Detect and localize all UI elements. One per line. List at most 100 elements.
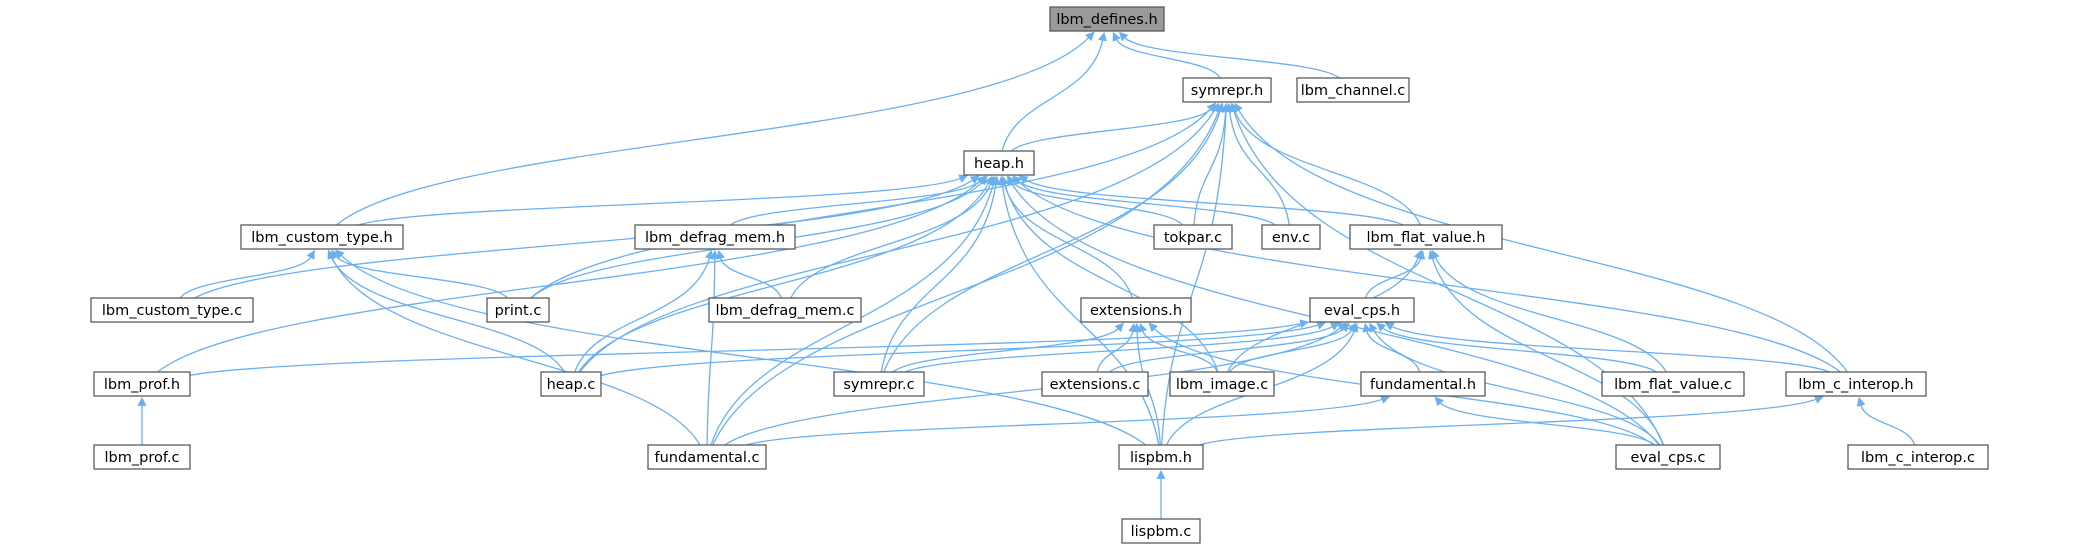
node-lbm-flat-value-c[interactable]: lbm_flat_value.c bbox=[1601, 371, 1745, 397]
node-heap-c[interactable]: heap.c bbox=[540, 371, 602, 397]
node-label: lbm_image.c bbox=[1176, 377, 1268, 393]
node-label: lbm_defines.h bbox=[1056, 12, 1157, 28]
edge-heap-h-to-lispbm-h bbox=[997, 175, 1160, 446]
node-box bbox=[1182, 77, 1272, 103]
node-box bbox=[93, 371, 191, 397]
edge-eval-cps-h-to-fundamental-c bbox=[724, 322, 1347, 446]
edge-heap-h-to-lbm-flat-value-h bbox=[1018, 175, 1404, 226]
node-eval-cps-c[interactable]: eval_cps.c bbox=[1615, 444, 1721, 470]
node-label: symrepr.h bbox=[1191, 83, 1263, 99]
edge-lbm-custom-type-h-to-lispbm-h bbox=[335, 249, 1147, 446]
edge-eval-cps-h-to-symrepr-c bbox=[904, 322, 1340, 373]
node-lbm-flat-value-h[interactable]: lbm_flat_value.h bbox=[1349, 224, 1503, 250]
node-label: lbm_c_interop.h bbox=[1798, 377, 1913, 393]
edge-lbm-defines-h-to-lbm-custom-type-h bbox=[335, 31, 1095, 226]
edge-lbm-defrag-mem-h-to-fundamental-c bbox=[706, 249, 720, 446]
edge-lbm-c-interop-h-to-lispbm-h bbox=[1198, 395, 1824, 446]
edge-heap-h-to-env-c bbox=[1012, 175, 1276, 226]
node-label: lbm_channel.c bbox=[1301, 83, 1406, 99]
node-label: lbm_custom_type.c bbox=[102, 303, 242, 319]
edge-heap-h-to-tokpar-c bbox=[1008, 175, 1183, 226]
edge-symrepr-h-to-print-c bbox=[530, 102, 1216, 299]
node-lbm-prof-c[interactable]: lbm_prof.c bbox=[93, 444, 191, 470]
node-lbm-custom-type-h[interactable]: lbm_custom_type.h bbox=[240, 224, 404, 250]
edge-eval-cps-h-to-fundamental-h bbox=[1362, 322, 1421, 373]
node-label: fundamental.c bbox=[655, 450, 760, 466]
edge-lbm-custom-type-h-to-lbm-custom-type-c bbox=[179, 249, 315, 299]
edge-lbm-flat-value-h-to-eval-cps-h bbox=[1364, 249, 1426, 299]
edge-lbm-flat-value-h-to-eval-cps-c bbox=[1428, 249, 1665, 446]
edge-heap-h-to-heap-c bbox=[578, 175, 993, 373]
edge-lbm-custom-type-h-to-heap-c bbox=[327, 249, 565, 373]
node-lispbm-c[interactable]: lispbm.c bbox=[1121, 518, 1201, 544]
node-box bbox=[1080, 297, 1192, 323]
node-lispbm-h[interactable]: lispbm.h bbox=[1118, 444, 1204, 470]
node-label: lispbm.c bbox=[1131, 524, 1192, 540]
node-lbm-prof-h[interactable]: lbm_prof.h bbox=[93, 371, 191, 397]
nodes-layer: lbm_defines.h symrepr.h lbm_channel.c heap.… bbox=[90, 6, 1989, 544]
node-label: eval_cps.c bbox=[1631, 450, 1706, 466]
edge-eval-cps-h-to-eval-cps-c bbox=[1369, 322, 1661, 446]
node-lbm-defines-h[interactable]: lbm_defines.h bbox=[1049, 6, 1165, 32]
node-lbm-image-c[interactable]: lbm_image.c bbox=[1169, 371, 1275, 397]
node-box bbox=[1049, 6, 1165, 32]
node-tokpar-c[interactable]: tokpar.c bbox=[1153, 224, 1233, 250]
node-box bbox=[1847, 444, 1989, 470]
node-eval-cps-h[interactable]: eval_cps.h bbox=[1309, 297, 1415, 323]
node-label: extensions.h bbox=[1090, 303, 1182, 319]
edge-symrepr-h-to-heap-c bbox=[579, 102, 1220, 373]
node-lbm-c-interop-c[interactable]: lbm_c_interop.c bbox=[1847, 444, 1989, 470]
node-label: lbm_flat_value.c bbox=[1614, 377, 1732, 393]
edge-heap-h-to-lbm-custom-type-h bbox=[358, 174, 969, 226]
node-box bbox=[1121, 518, 1201, 544]
node-box bbox=[90, 297, 254, 323]
edge-eval-cps-h-to-lbm-prof-h bbox=[189, 319, 1310, 376]
node-label: env.c bbox=[1272, 230, 1310, 246]
node-label: heap.c bbox=[547, 377, 596, 393]
node-fundamental-c[interactable]: fundamental.c bbox=[647, 444, 767, 470]
edge-lbm-defines-h-to-lbm-channel-c bbox=[1118, 31, 1340, 79]
node-lbm-defrag-mem-h[interactable]: lbm_defrag_mem.h bbox=[634, 224, 796, 250]
node-label: extensions.c bbox=[1050, 377, 1141, 393]
node-lbm-c-interop-h[interactable]: lbm_c_interop.h bbox=[1785, 371, 1927, 397]
edge-heap-h-to-lbm-image-c bbox=[1000, 175, 1219, 373]
edge-heap-h-to-symrepr-c bbox=[880, 175, 1001, 373]
node-box bbox=[1349, 224, 1503, 250]
node-lbm-channel-c[interactable]: lbm_channel.c bbox=[1296, 77, 1410, 103]
node-box bbox=[1601, 371, 1745, 397]
edge-heap-h-to-lbm-prof-h bbox=[157, 175, 986, 373]
node-symrepr-c[interactable]: symrepr.c bbox=[833, 371, 925, 397]
node-box bbox=[708, 297, 862, 323]
node-lbm-defrag-mem-c[interactable]: lbm_defrag_mem.c bbox=[708, 297, 862, 323]
node-box bbox=[93, 444, 191, 470]
edge-eval-cps-h-to-lbm-image-c bbox=[1229, 322, 1356, 373]
node-label: lispbm.h bbox=[1130, 450, 1192, 466]
node-box bbox=[1309, 297, 1415, 323]
edge-fundamental-h-to-fundamental-c bbox=[746, 395, 1391, 446]
edge-lbm-defrag-mem-h-to-lbm-defrag-mem-c bbox=[716, 249, 782, 299]
node-box bbox=[1118, 444, 1204, 470]
edge-symrepr-h-to-fundamental-c bbox=[712, 102, 1223, 446]
node-label: symrepr.c bbox=[843, 377, 914, 393]
node-extensions-h[interactable]: extensions.h bbox=[1080, 297, 1192, 323]
node-lbm-custom-type-c[interactable]: lbm_custom_type.c bbox=[90, 297, 254, 323]
node-heap-h[interactable]: heap.h bbox=[963, 150, 1035, 176]
node-symrepr-h[interactable]: symrepr.h bbox=[1182, 77, 1272, 103]
node-extensions-c[interactable]: extensions.c bbox=[1041, 371, 1149, 397]
node-label: tokpar.c bbox=[1164, 230, 1222, 246]
node-box bbox=[1615, 444, 1721, 470]
node-label: print.c bbox=[495, 303, 542, 319]
edge-lbm-defines-h-to-symrepr-h bbox=[1112, 31, 1221, 79]
edge-symrepr-h-to-lbm-flat-value-h bbox=[1230, 102, 1422, 226]
edge-lbm-defines-h-to-heap-h bbox=[1001, 31, 1107, 152]
node-box bbox=[240, 224, 404, 250]
node-box bbox=[1169, 371, 1275, 397]
node-print-c[interactable]: print.c bbox=[486, 297, 550, 323]
edge-eval-cps-h-to-lbm-c-interop-h bbox=[1384, 322, 1830, 373]
edge-eval-cps-h-to-heap-c bbox=[600, 320, 1327, 377]
node-env-c[interactable]: env.c bbox=[1261, 224, 1321, 250]
edge-symrepr-h-to-lispbm-h bbox=[1161, 102, 1231, 446]
edge-extensions-h-to-lbm-image-c bbox=[1138, 322, 1219, 373]
node-fundamental-h[interactable]: fundamental.h bbox=[1360, 371, 1486, 397]
node-label: eval_cps.h bbox=[1324, 303, 1400, 319]
